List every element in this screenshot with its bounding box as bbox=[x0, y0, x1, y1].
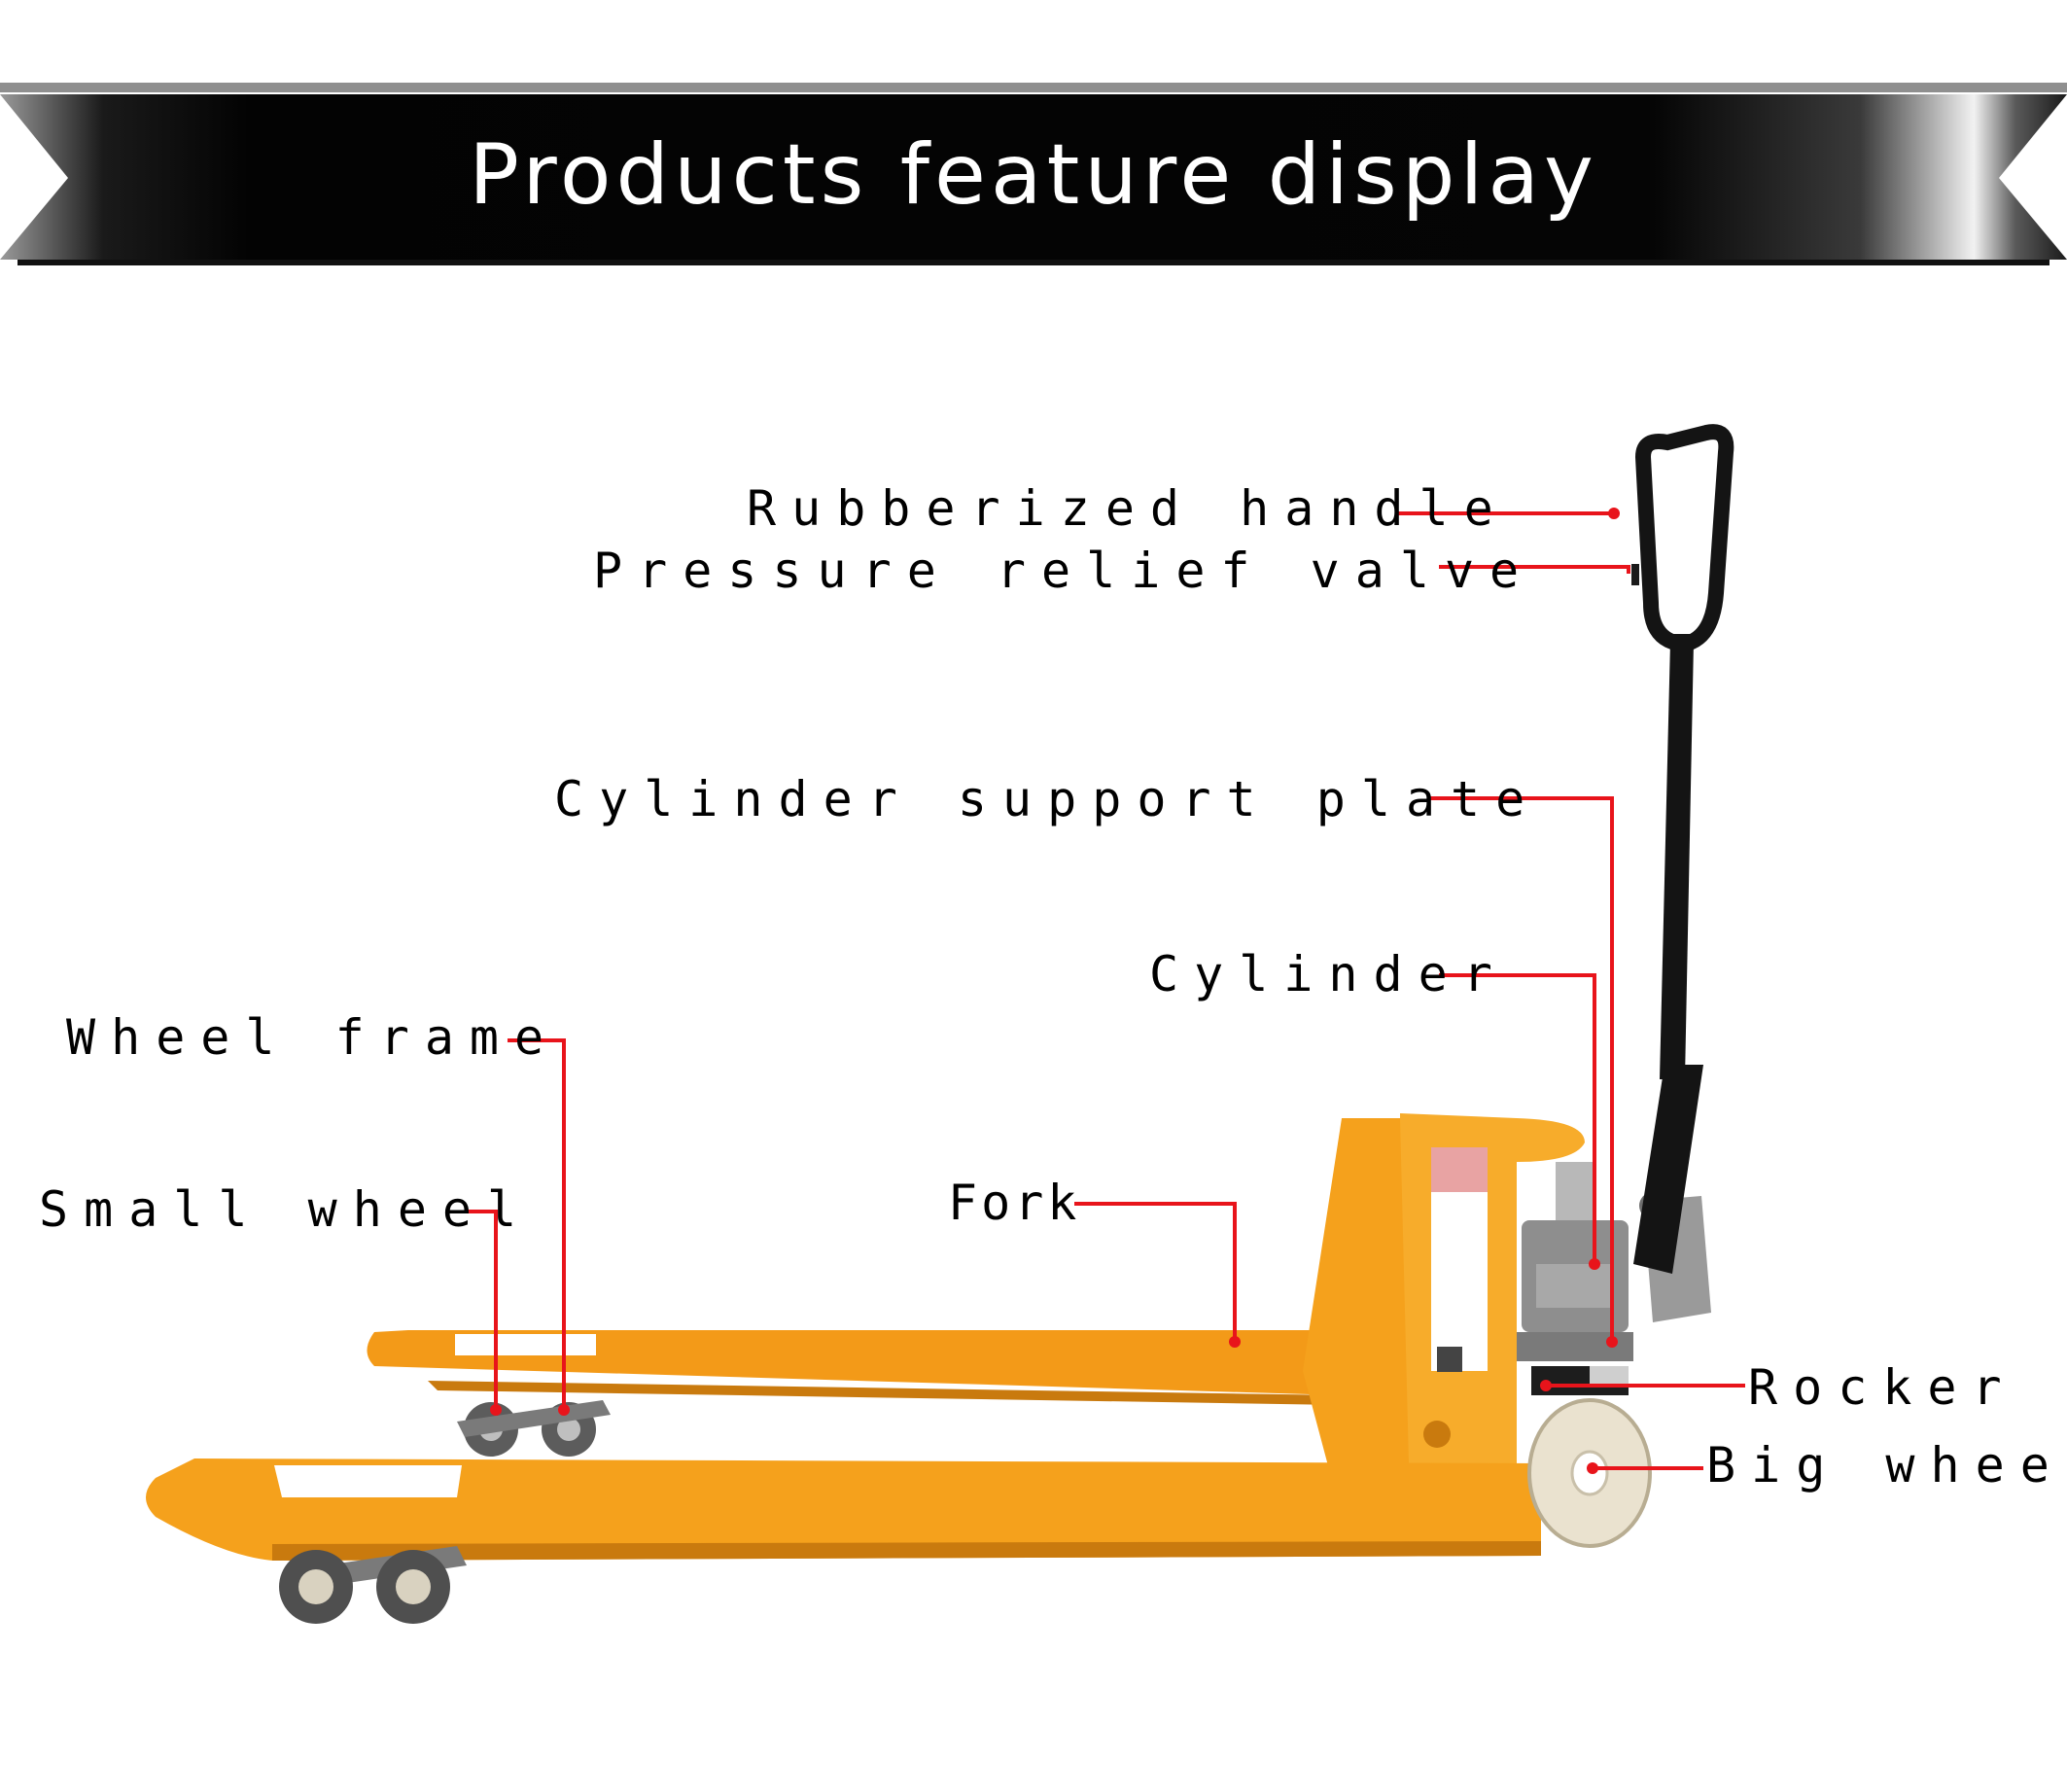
brand-logo bbox=[1431, 1147, 1488, 1192]
leader-pressure-relief-valve bbox=[1439, 565, 1630, 574]
banner-title: Products feature display bbox=[469, 126, 1598, 224]
rear-fork bbox=[367, 1330, 1342, 1395]
label-rubberized-handle: Rubberized handle bbox=[747, 480, 1509, 537]
leader-dots bbox=[490, 508, 1620, 1474]
rear-small-wheels bbox=[457, 1400, 611, 1457]
label-pressure-relief-valve: Pressure relief valve bbox=[593, 543, 1535, 599]
handle-part bbox=[1631, 424, 1734, 1274]
label-cylinder: Cylinder bbox=[1149, 946, 1508, 1002]
leader-lines bbox=[467, 511, 1745, 1470]
leader-wheel-frame bbox=[508, 1038, 566, 1410]
leader-cylinder bbox=[1439, 973, 1596, 1264]
label-small-wheel: Small wheel bbox=[39, 1181, 533, 1238]
front-fork-slot bbox=[274, 1465, 462, 1497]
banner-bottom-edge bbox=[18, 260, 2049, 265]
banner-top-edge bbox=[0, 83, 2067, 92]
label-rocker: Rocker bbox=[1748, 1359, 2017, 1416]
qr-code bbox=[1437, 1347, 1462, 1372]
label-fork: Fork bbox=[948, 1175, 1081, 1231]
leader-fork bbox=[1074, 1202, 1237, 1342]
axle-bolt bbox=[1423, 1421, 1451, 1448]
leader-small-wheel bbox=[467, 1210, 498, 1410]
front-fork bbox=[146, 1458, 1541, 1561]
label-wheel-frame: Wheel frame bbox=[66, 1009, 560, 1066]
title-banner: Products feature display bbox=[0, 83, 2067, 267]
label-big-wheel: Big wheel bbox=[1706, 1437, 2067, 1493]
label-cylinder-support-plate: Cylinder support plate bbox=[554, 771, 1541, 827]
leader-cylinder-support-plate bbox=[1429, 796, 1614, 1342]
fork-frame-body bbox=[1303, 1118, 1410, 1517]
banner-ribbon bbox=[0, 83, 2067, 265]
banner-band bbox=[0, 94, 2067, 260]
rear-fork-slot bbox=[455, 1334, 596, 1355]
front-small-wheels bbox=[279, 1546, 467, 1624]
